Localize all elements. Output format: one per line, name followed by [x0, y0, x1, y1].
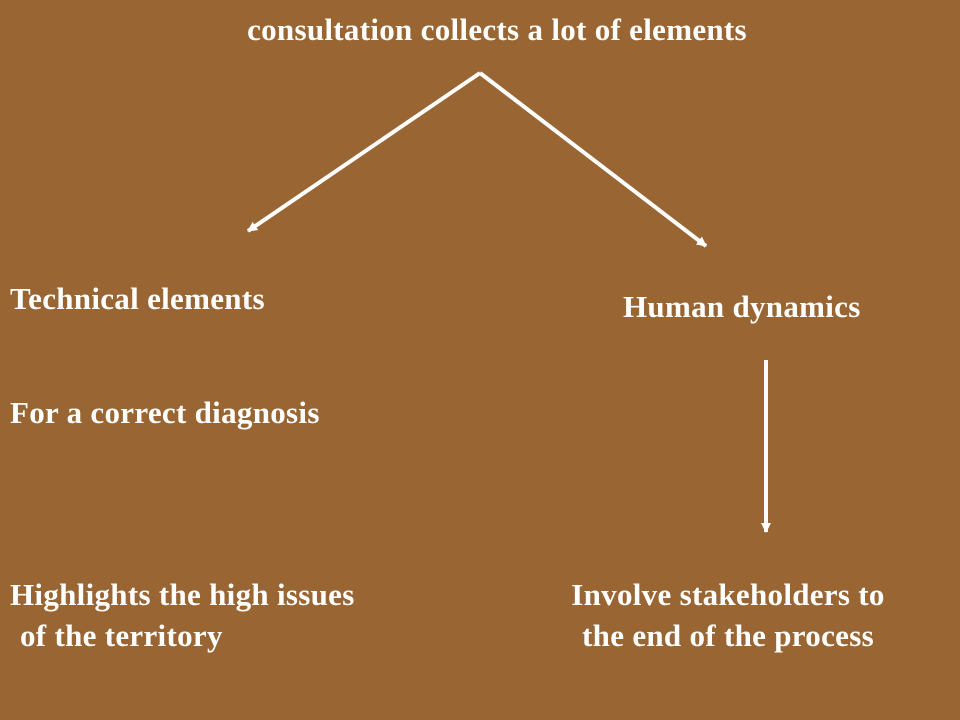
involve-text: Involve stakeholders to the end of the p…	[540, 574, 916, 656]
highlights-line-1: Highlights the high issues	[10, 577, 355, 612]
diagnosis-label: For a correct diagnosis	[10, 395, 320, 430]
technical-elements-label: Technical elements	[10, 281, 265, 316]
diagram-title: consultation collects a lot of elements	[247, 12, 747, 47]
highlights-line-2: of the territory	[20, 618, 223, 653]
arrow-to-technical	[246, 71, 482, 233]
arrow-to-human	[478, 71, 708, 248]
highlights-text: Highlights the high issues of the territ…	[10, 574, 355, 656]
involve-line-2: the end of the process	[582, 618, 874, 653]
human-dynamics-label: Human dynamics	[623, 289, 861, 324]
involve-line-1: Involve stakeholders to	[571, 577, 885, 612]
